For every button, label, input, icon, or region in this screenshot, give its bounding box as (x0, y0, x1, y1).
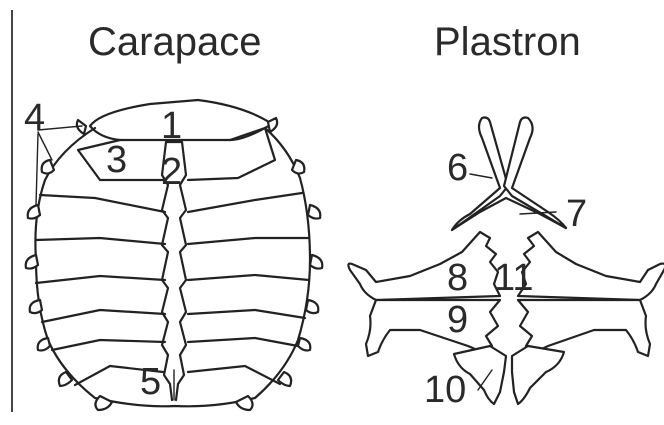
label-3: 3 (106, 139, 127, 181)
label-10: 10 (424, 369, 466, 411)
label-7: 7 (566, 193, 587, 235)
plastron-title: Plastron (434, 20, 581, 64)
label-5: 5 (140, 361, 161, 403)
hyoplastron-left (348, 232, 500, 300)
costal-sutures-right (188, 128, 309, 384)
carapace-title: Carapace (88, 20, 261, 64)
label-4: 4 (24, 97, 45, 139)
costal-sutures-left (36, 140, 165, 385)
xiphiplastron-right (512, 346, 564, 404)
hyoplastron-right (518, 232, 664, 300)
peripheral-knobs-left (26, 120, 112, 410)
label-9: 9 (447, 299, 468, 341)
label-11: 11 (494, 257, 533, 299)
label-8: 8 (447, 257, 468, 299)
label-6: 6 (447, 147, 468, 189)
peripheral-knobs-right (236, 118, 322, 410)
label-1: 1 (161, 105, 182, 147)
label-2: 2 (161, 151, 182, 193)
